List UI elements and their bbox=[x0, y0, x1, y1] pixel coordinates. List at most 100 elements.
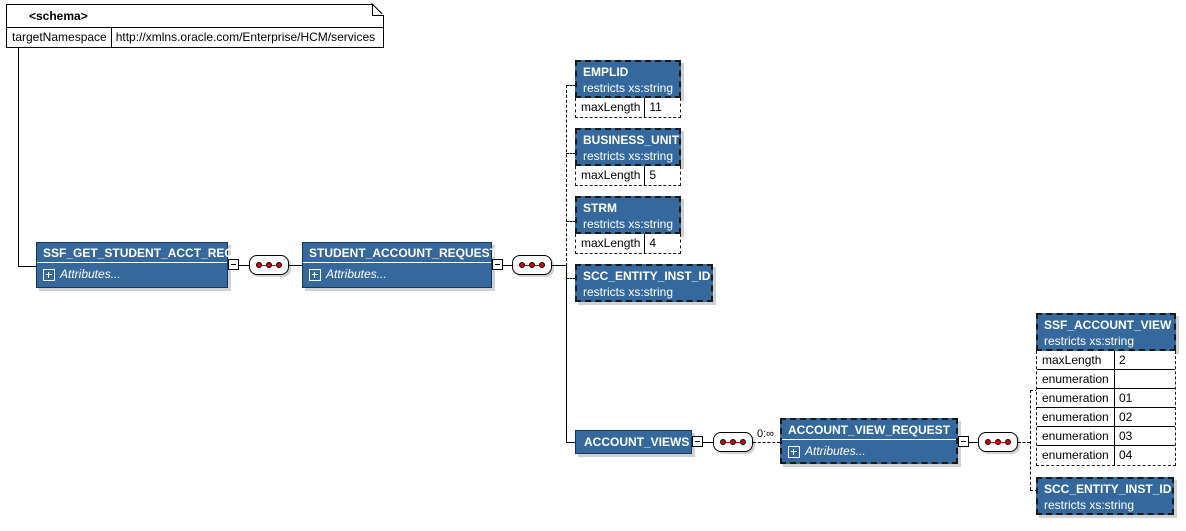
facet-row: maxLength 4 bbox=[576, 234, 680, 253]
facet-name: maxLength bbox=[576, 166, 646, 185]
facet-name: enumeration bbox=[1037, 427, 1115, 445]
facet-row: enumeration 02 bbox=[1037, 408, 1175, 427]
sequence-dot bbox=[1005, 439, 1011, 445]
connector-seq1-to-student-account-request bbox=[289, 265, 302, 266]
facet-row: enumeration 04 bbox=[1037, 446, 1175, 465]
facet-row: enumeration 01 bbox=[1037, 389, 1175, 408]
sequence-dot bbox=[256, 262, 262, 268]
facet-name: enumeration bbox=[1037, 370, 1115, 388]
facets-business-unit: maxLength 5 bbox=[575, 166, 681, 186]
node-attributes-row[interactable]: Attributes... bbox=[782, 439, 956, 464]
node-restriction: restricts xs:string bbox=[583, 285, 674, 299]
node-title: SSF_GET_STUDENT_ACCT_REQ bbox=[43, 246, 234, 260]
node-title: SCC_ENTITY_INST_ID bbox=[1044, 482, 1172, 496]
node-ssf-account-view[interactable]: SSF_ACCOUNT_VIEW restricts xs:string bbox=[1036, 313, 1176, 351]
connector-seq3-to-account-view-request bbox=[753, 442, 780, 443]
schema-attribute-value: http://xmlns.oracle.com/Enterprise/HCM/s… bbox=[115, 30, 376, 44]
sequence-compositor-3[interactable] bbox=[713, 432, 753, 452]
facets-ssf-account-view: maxLength 2 enumeration enumeration 01 e… bbox=[1036, 351, 1176, 466]
node-account-views[interactable]: ACCOUNT_VIEWS bbox=[575, 430, 692, 454]
sequence-dot bbox=[266, 262, 272, 268]
node-title: SSF_ACCOUNT_VIEW bbox=[1044, 318, 1172, 332]
expand-plus-icon[interactable] bbox=[788, 445, 800, 458]
node-restriction: restricts xs:string bbox=[1044, 498, 1135, 512]
facet-value: 4 bbox=[649, 236, 657, 250]
sequence-dot bbox=[730, 439, 736, 445]
node-attributes-row[interactable]: Attributes... bbox=[303, 262, 491, 287]
node-student-account-request[interactable]: STUDENT_ACCOUNT_REQUEST Attributes... bbox=[302, 242, 498, 288]
sequence-compositor-2[interactable] bbox=[512, 255, 552, 275]
connector-seq4-to-branch bbox=[1018, 442, 1030, 443]
stub-to-emplid bbox=[566, 85, 576, 86]
sequence-dot bbox=[539, 262, 545, 268]
collapse-minus-icon-account-views[interactable] bbox=[692, 436, 703, 447]
facet-row: maxLength 2 bbox=[1037, 351, 1175, 370]
node-ssf-get-student-acct-req[interactable]: SSF_GET_STUDENT_ACCT_REQ Attributes... bbox=[36, 242, 234, 288]
facet-value: 02 bbox=[1119, 409, 1133, 424]
sequence-dot bbox=[985, 439, 991, 445]
schema-title: <schema> bbox=[7, 5, 383, 28]
facet-value: 04 bbox=[1119, 448, 1133, 462]
node-title: ACCOUNT_VIEW_REQUEST bbox=[788, 423, 951, 437]
attributes-label: Attributes... bbox=[60, 267, 121, 281]
sequence-compositor-1[interactable] bbox=[249, 255, 289, 275]
page-fold-icon bbox=[372, 4, 384, 16]
collapse-minus-icon-account-view-request[interactable] bbox=[958, 436, 969, 447]
sequence-dot bbox=[995, 439, 1001, 445]
stub-to-business-unit bbox=[566, 153, 576, 154]
branch-spine-optional bbox=[566, 85, 567, 266]
node-emplid[interactable]: EMPLID restricts xs:string bbox=[575, 60, 681, 98]
facet-row: enumeration 03 bbox=[1037, 427, 1175, 446]
sequence-dot bbox=[740, 439, 746, 445]
stub-to-strm bbox=[566, 221, 576, 222]
facet-value: 11 bbox=[649, 100, 662, 114]
attributes-label: Attributes... bbox=[326, 267, 387, 281]
branch-spine-required bbox=[566, 265, 567, 442]
node-restriction: restricts xs:string bbox=[583, 81, 674, 95]
connector-account-views-to-seq3 bbox=[703, 442, 715, 443]
node-title: STUDENT_ACCOUNT_REQUEST bbox=[309, 246, 498, 260]
facet-value: 01 bbox=[1119, 390, 1133, 405]
facet-value: 2 bbox=[1119, 352, 1126, 367]
node-title: BUSINESS_UNIT bbox=[583, 133, 680, 147]
sequence-compositor-4[interactable] bbox=[978, 432, 1018, 452]
node-account-view-request[interactable]: ACCOUNT_VIEW_REQUEST Attributes... bbox=[780, 418, 958, 464]
connector-schema-down bbox=[18, 48, 19, 266]
node-title: EMPLID bbox=[583, 65, 629, 79]
node-restriction: restricts xs:string bbox=[583, 149, 674, 163]
node-strm[interactable]: STRM restricts xs:string bbox=[575, 196, 681, 234]
connector-sar-to-seq2 bbox=[503, 265, 515, 266]
expand-plus-icon[interactable] bbox=[43, 268, 55, 281]
node-attributes-row[interactable]: Attributes... bbox=[37, 262, 227, 287]
stub-to-scc-entity-inst-id-2 bbox=[1030, 490, 1038, 491]
sequence-dot bbox=[529, 262, 535, 268]
collapse-minus-icon-root[interactable] bbox=[228, 259, 239, 270]
node-scc-entity-inst-id[interactable]: SCC_ENTITY_INST_ID restricts xs:string bbox=[575, 264, 713, 302]
node-title: STRM bbox=[583, 201, 617, 215]
stub-to-scc-entity-inst-id bbox=[566, 278, 576, 279]
collapse-minus-icon-student-account-request[interactable] bbox=[492, 259, 503, 270]
facet-name: maxLength bbox=[576, 234, 646, 253]
facet-name: maxLength bbox=[576, 98, 646, 117]
schema-attribute-row: targetNamespace http://xmlns.oracle.com/… bbox=[7, 28, 383, 47]
stub-to-ssf-account-view bbox=[1030, 390, 1038, 391]
schema-header-box[interactable]: <schema> targetNamespace http://xmlns.or… bbox=[6, 4, 384, 48]
node-scc-entity-inst-id-2[interactable]: SCC_ENTITY_INST_ID restricts xs:string bbox=[1036, 477, 1174, 515]
sequence-dot bbox=[720, 439, 726, 445]
node-title: SCC_ENTITY_INST_ID bbox=[583, 269, 711, 283]
node-business-unit[interactable]: BUSINESS_UNIT restricts xs:string bbox=[575, 128, 681, 166]
facet-row: maxLength 5 bbox=[576, 166, 680, 185]
branch-spine-right bbox=[1030, 390, 1031, 490]
sequence-dot bbox=[276, 262, 282, 268]
sequence-dot bbox=[519, 262, 525, 268]
cardinality-label-account-view-request: 0:∞ bbox=[757, 428, 775, 440]
facet-row: maxLength 11 bbox=[576, 98, 680, 117]
facets-emplid: maxLength 11 bbox=[575, 98, 681, 118]
facet-value: 5 bbox=[649, 168, 657, 182]
facets-strm: maxLength 4 bbox=[575, 234, 681, 254]
facet-name: enumeration bbox=[1037, 389, 1115, 407]
facet-row: enumeration bbox=[1037, 370, 1175, 389]
expand-plus-icon[interactable] bbox=[309, 268, 321, 281]
node-restriction: restricts xs:string bbox=[583, 217, 674, 231]
